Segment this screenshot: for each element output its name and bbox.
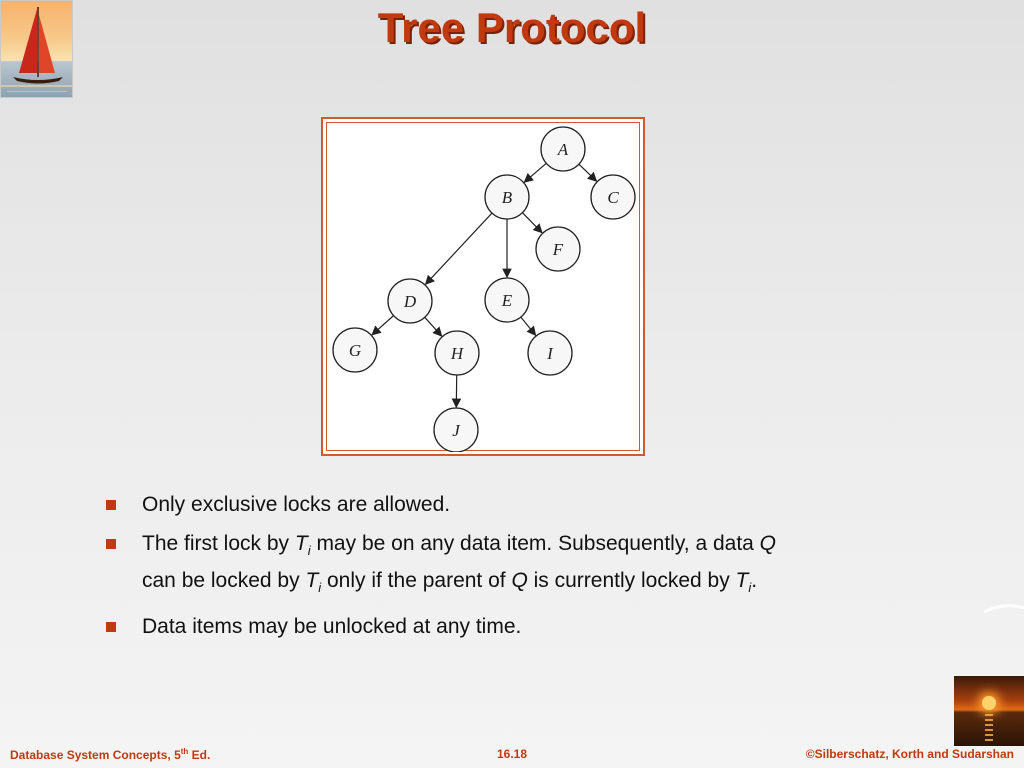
bullet-item: Only exclusive locks are allowed.: [104, 490, 924, 520]
bullet-list: Only exclusive locks are allowed. The fi…: [104, 490, 924, 651]
var-t: T: [305, 569, 319, 592]
text-run: only if the parent of: [321, 569, 512, 592]
bullet-square-icon: [106, 539, 116, 549]
node-F: F: [535, 226, 581, 272]
node-label: I: [546, 344, 554, 363]
subscript: i: [748, 580, 752, 595]
node-label: F: [552, 240, 564, 259]
node-I: I: [527, 330, 573, 376]
bullet-text: Data items may be unlocked at any time.: [142, 615, 522, 638]
edge-B-D: [424, 212, 493, 286]
edge-D-G: [371, 315, 394, 336]
bullet-text: The first lock by Ti may be on any data …: [142, 532, 777, 595]
footer-page-number: 16.18: [496, 747, 528, 761]
node-label: J: [452, 421, 461, 440]
node-circle: [332, 327, 378, 373]
sunset-logo-icon: [954, 676, 1024, 746]
bullet-item: The first lock by Ti may be on any data …: [104, 529, 924, 603]
var-q: Q: [759, 532, 777, 555]
subscript: i: [318, 580, 322, 595]
node-circle: [535, 226, 581, 272]
sailboat-logo-icon: [0, 0, 73, 98]
edge-E-I: [520, 316, 537, 337]
node-J: J: [433, 407, 479, 452]
var-t: T: [735, 569, 749, 592]
node-circle: [527, 330, 573, 376]
edge-B-F: [521, 212, 543, 234]
edge-A-B: [523, 162, 547, 183]
node-label: H: [450, 344, 465, 363]
text-run: .: [751, 569, 758, 592]
footer-sup: th: [180, 747, 189, 756]
footer: Database System Concepts, 5th Ed. 16.18 …: [0, 746, 1024, 768]
subscript: i: [307, 543, 311, 558]
node-D: D: [387, 278, 433, 324]
node-label: D: [403, 292, 417, 311]
edge-D-H: [424, 316, 443, 337]
node-circle: [484, 277, 530, 323]
node-label: C: [607, 188, 619, 207]
node-H: H: [434, 330, 480, 376]
node-label: G: [349, 341, 361, 360]
sun-reflection: [985, 714, 993, 744]
node-G: G: [332, 327, 378, 373]
slide-title: Tree Protocol: [377, 4, 647, 51]
bullet-item: Data items may be unlocked at any time.: [104, 612, 924, 642]
decorative-swoosh: [984, 604, 1024, 614]
node-circle: [433, 407, 479, 452]
text-run: can be locked by: [142, 569, 306, 592]
node-label: E: [501, 291, 513, 310]
node-circle: [434, 330, 480, 376]
node-C: C: [590, 174, 636, 220]
node-label: B: [502, 188, 513, 207]
bullet-text: Only exclusive locks are allowed.: [142, 493, 451, 516]
text-run: may be on any data item. Subsequently, a…: [310, 532, 760, 555]
node-circle: [540, 126, 586, 172]
node-A: A: [540, 126, 586, 172]
footer-copyright: ©Silberschatz, Korth and Sudarshan: [805, 747, 1014, 761]
text-run: The first lock by: [142, 532, 295, 555]
sun-shape: [982, 696, 996, 710]
footer-book-title: Database System Concepts, 5th Ed.: [10, 747, 210, 762]
var-q: Q: [511, 569, 528, 592]
footer-left-text: Database System Concepts, 5: [10, 748, 181, 762]
node-label: A: [557, 140, 569, 159]
tree-svg: A B C F D E G H I J: [332, 126, 636, 452]
node-circle: [484, 174, 530, 220]
tree-diagram-inner: A B C F D E G H I J: [326, 122, 640, 452]
node-B: B: [484, 174, 530, 220]
tree-diagram: A B C F D E G H I J: [321, 117, 645, 456]
bullet-square-icon: [106, 500, 116, 510]
node-circle: [387, 278, 433, 324]
footer-left-end: Ed.: [188, 748, 211, 762]
bullet-square-icon: [106, 622, 116, 632]
text-run: is currently locked by: [527, 569, 736, 592]
node-E: E: [484, 277, 530, 323]
edge-A-C: [578, 163, 598, 182]
node-circle: [590, 174, 636, 220]
var-t: T: [294, 532, 308, 555]
